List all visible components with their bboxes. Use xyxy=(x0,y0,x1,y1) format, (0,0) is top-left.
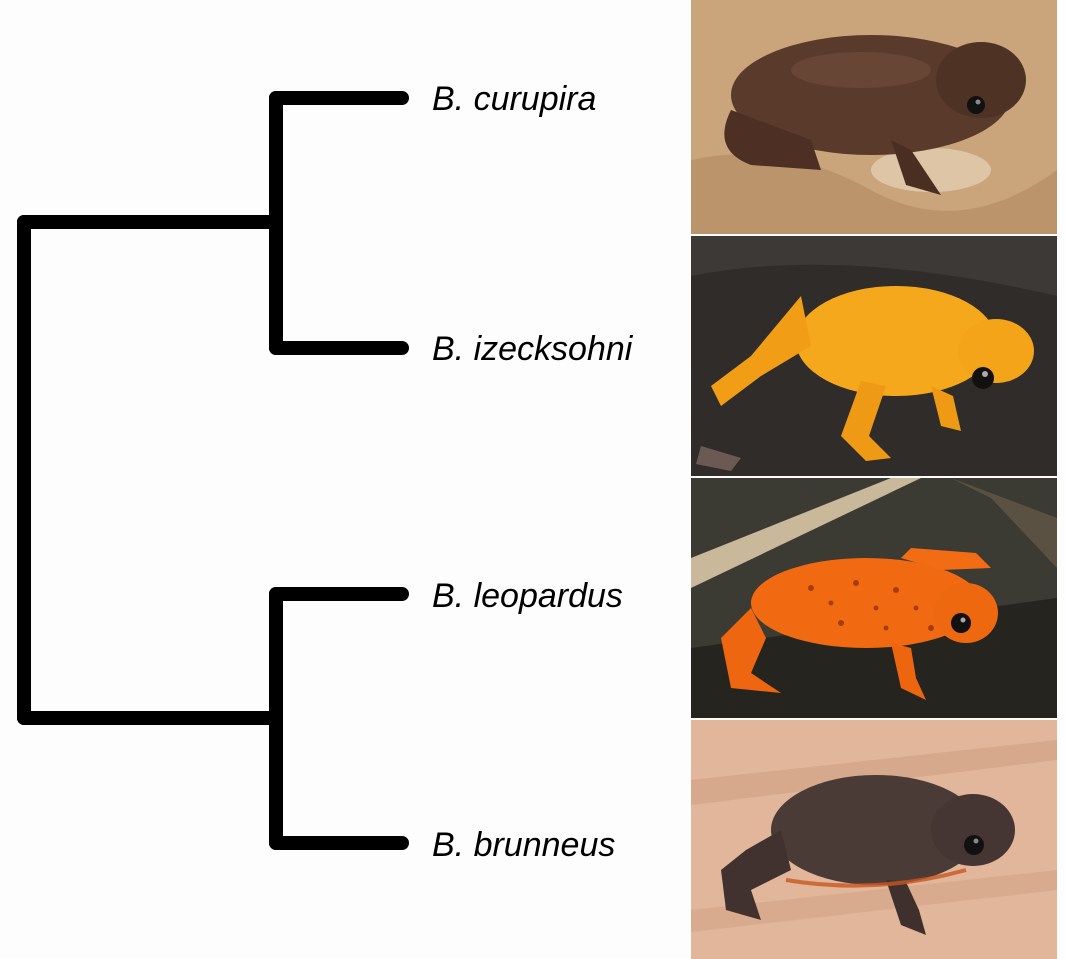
orange-spotted-frog-photo xyxy=(691,478,1057,718)
taxon-label-izecksohni: B. izecksohni xyxy=(432,329,632,369)
phylogenetic-tree xyxy=(0,0,690,959)
yellow-orange-frog-photo xyxy=(691,236,1057,476)
dark-brown-frog-photo xyxy=(691,720,1057,959)
taxon-label-brunneus: B. brunneus xyxy=(432,825,615,865)
taxon-label-leopardus: B. leopardus xyxy=(432,576,623,616)
taxon-label-curupira: B. curupira xyxy=(432,79,596,119)
brown-frog-photo xyxy=(691,0,1057,234)
frog-photo-column xyxy=(691,0,1057,959)
